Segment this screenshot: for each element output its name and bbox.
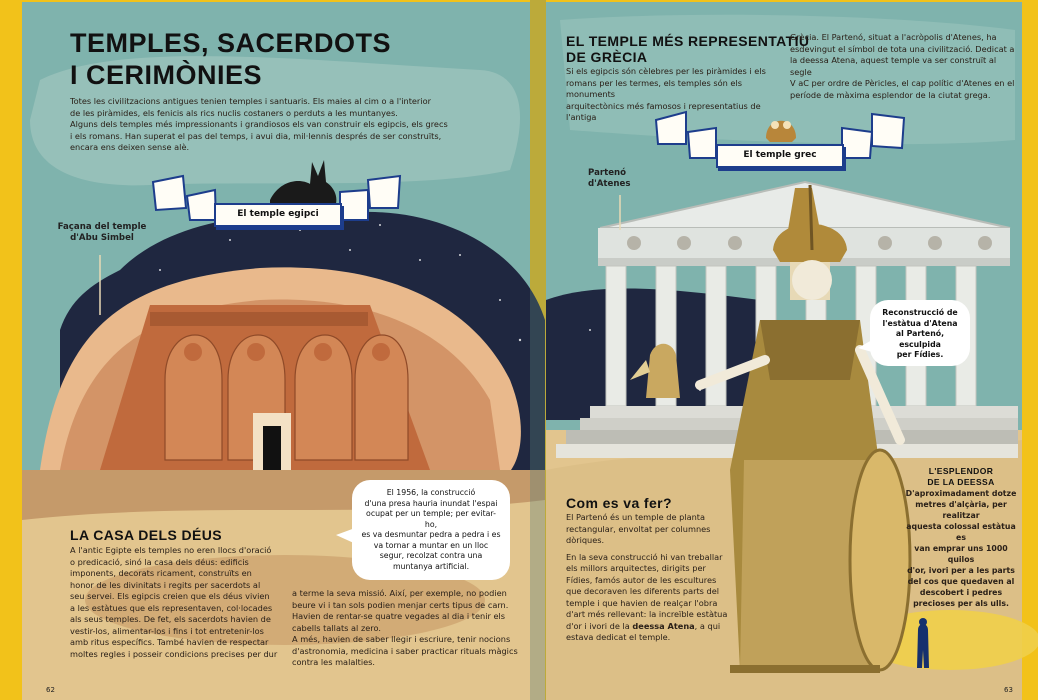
bubble-line: segur, recolzat contra una	[379, 551, 483, 560]
facade-label-line2: d'Abu Simbel	[70, 233, 134, 243]
paragraph-line: honor de les divinitats i regits per sac…	[70, 579, 261, 590]
paragraph-line: arquitectònics més famosos i representat…	[566, 100, 761, 123]
left-column-1: A l'antic Egipte els temples no eren llo…	[70, 545, 290, 660]
side-line: del cos que quedaven al	[907, 577, 1015, 586]
side-heading-line1: L'ESPLENDOR	[928, 466, 994, 476]
right-title-line2: DE GRÈCIA	[566, 49, 648, 65]
paragraph-line: cabells tallats al zero.	[292, 622, 381, 633]
facade-label-line1: Façana del temple	[57, 222, 147, 232]
paragraph-line: esdevingut el símbol de tota una civilit…	[790, 43, 1015, 54]
left-column-2: a terme la seva missió. Així, per exempl…	[292, 588, 527, 669]
paragraph-line: vestir-los, alimentar-los i fins i tot e…	[70, 625, 264, 636]
side-line: d'or, ivori per a les parts	[907, 566, 1015, 575]
paragraph-line: V aC per ordre de Pèricles, el cap polít…	[790, 78, 1015, 88]
intro-line: encara ens deixen sense alè.	[70, 142, 190, 152]
text-span: d'or i ivori de la	[566, 620, 630, 631]
bubble-line: d'una presa hauria inundat l'espai	[364, 498, 498, 508]
bubble-line: ocupat per un temple; per evitar-ho,	[366, 509, 496, 529]
paragraph-line: A l'antic Egipte els temples no eren llo…	[70, 545, 272, 555]
paragraph-line: Havien de rentar-se quatre vegades al di…	[292, 611, 506, 621]
side-line: descobert i pedres	[919, 588, 1003, 597]
side-text: D'aproximadament dotze metres d'alçària,…	[905, 488, 1017, 609]
paragraph-line: moltes regles i posseir condicions preci…	[70, 648, 278, 659]
bubble-line: per Fídies.	[896, 350, 944, 359]
parthenon-label-line2: d'Atenes	[588, 179, 631, 189]
right-intro-col1: Si els egipcis són cèlebres per les pirà…	[566, 66, 791, 124]
intro-line: de les piràmides, els fenicis als rics n…	[70, 107, 398, 118]
text-span: , a qui	[694, 620, 721, 631]
how-heading: Com es va fer?	[566, 495, 672, 511]
side-line: van emprar uns 1000 quilos	[914, 544, 1008, 564]
page-title-line2: I CERIMÒNIES	[70, 60, 263, 90]
side-line: metres d'alçària, per realitzar	[915, 500, 1007, 520]
paragraph-line: romans per les termes, els temples són e…	[566, 77, 743, 100]
side-line: aquesta colossal estàtua es	[906, 522, 1016, 542]
splendor-sidebar: L'ESPLENDOR DE LA DEESSA D'aproximadamen…	[905, 466, 1017, 609]
paragraph-line: o predicació, sinó la casa dels déus: ed…	[70, 556, 249, 567]
paragraph-line: contra les malalties.	[292, 657, 376, 667]
parthenon-label-line1: Partenó	[588, 168, 627, 178]
paragraph-line: En la seva construcció hi van treballar	[566, 551, 723, 562]
paragraph-line: Fídies, famós autor de les escultures	[566, 574, 717, 585]
bubble-line: muntanya artificial.	[392, 561, 470, 571]
paragraph-line: els millors arquitectes, dirigits per	[566, 563, 706, 573]
paragraph-line: d'astronomia, medicina i saber practicar…	[292, 645, 518, 656]
paragraph-line: seu servei. Els egipcis creien que els d…	[70, 591, 270, 601]
dam-info-bubble: El 1956, la construcció d'una presa haur…	[352, 480, 510, 580]
paragraph-line: Grècia. El Partenó, situat a l'acròpolis…	[790, 32, 997, 42]
how-text: El Partenó és un temple de planta rectan…	[566, 512, 746, 644]
intro-line: Totes les civilitzacions antigues tenien…	[70, 96, 431, 106]
section-heading-casa-deus: LA CASA DELS DÉUS	[70, 527, 222, 543]
bubble-line: al Partenó, esculpida	[895, 329, 945, 349]
paragraph-line: període de màxima esplendor de la ciutat…	[790, 89, 991, 100]
paragraph-line: amb ritus específics. També havien de re…	[70, 637, 269, 647]
paragraph-line: imponents, decorats ricament, construïts…	[70, 568, 252, 578]
left-intro: Totes les civilitzacions antigues tenien…	[70, 96, 510, 154]
paragraph-line: a les estàtues que els representaven, co…	[70, 602, 273, 613]
paragraph-line: beure vi i tan sols podien menjar certs …	[292, 599, 509, 610]
right-intro-col2: Grècia. El Partenó, situat a l'acròpolis…	[790, 32, 1020, 101]
intro-line: Alguns dels temples més impressionants i…	[70, 119, 448, 129]
bubble-line: es va desmuntar pedra a pedra i es	[361, 530, 501, 539]
side-heading-line2: DE LA DEESSA	[927, 477, 995, 487]
paragraph-line: que decoraven les diferents parts del	[566, 586, 720, 596]
bubble-line: El 1956, la construcció	[386, 488, 476, 497]
right-title-line1: EL TEMPLE MÉS REPRESENTATIU	[566, 33, 810, 49]
paragraph-line: estava dedicat el temple.	[566, 632, 671, 642]
side-line: D'aproximadament dotze	[905, 489, 1017, 498]
bubble-line: Reconstrucció de	[882, 308, 958, 317]
paragraph-line: El Partenó és un temple de planta	[566, 512, 706, 522]
athena-info-bubble: Reconstrucció de l'estàtua d'Atena al Pa…	[870, 300, 970, 366]
ribbon-greek-temple: El temple grec	[716, 144, 844, 168]
ribbon-egyptian-temple: El temple egipci	[214, 203, 342, 227]
paragraph-line: als seus temples. De fet, els sacerdots …	[70, 614, 271, 624]
paragraph-line: temple i que havien de realçar l'obra	[566, 597, 718, 608]
parthenon-label: Partenó d'Atenes	[588, 168, 658, 190]
bubble-line: va tornar a muntar en un lloc	[373, 540, 489, 550]
page-number-left: 62	[46, 686, 55, 694]
paragraph-line: d'art més rellevant: la increïble estàtu…	[566, 609, 728, 619]
bold-span: deessa Atena	[632, 620, 695, 631]
paragraph-line: dòriques.	[566, 535, 605, 545]
paragraph-line: la deessa Atena, aquest temple va ser co…	[790, 55, 997, 77]
page-title-line1: TEMPLES, SACERDOTS	[70, 28, 392, 58]
page-number-right: 63	[1004, 686, 1013, 694]
paragraph-line: Si els egipcis són cèlebres per les pirà…	[566, 66, 766, 76]
paragraph-line: A més, havien de saber llegir i escriure…	[292, 634, 511, 644]
paragraph-line: rectangular, envoltat per columnes	[566, 523, 711, 534]
facade-label: Façana del temple d'Abu Simbel	[50, 222, 154, 244]
intro-line: i els romans. Han superat el pas del tem…	[70, 130, 442, 141]
bubble-line: l'estàtua d'Atena	[882, 318, 958, 328]
side-line: precioses per als ulls.	[913, 599, 1009, 608]
paragraph-line-emphasis: d'or i ivori de la deessa Atena, a qui	[566, 621, 746, 633]
paragraph-line: a terme la seva missió. Així, per exempl…	[292, 588, 507, 598]
